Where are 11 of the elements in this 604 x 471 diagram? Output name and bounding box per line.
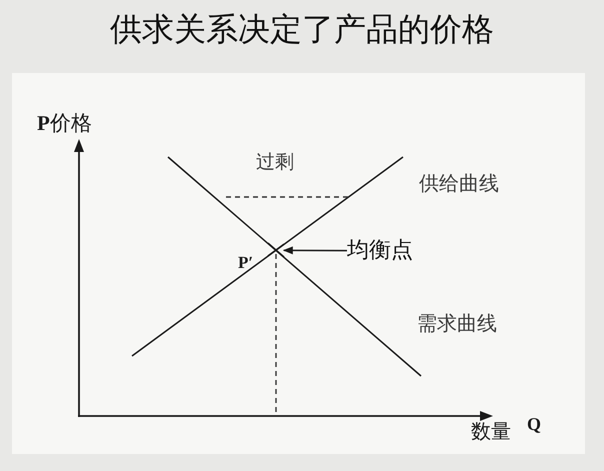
curve-label: 需求曲线	[417, 312, 497, 335]
title: 供求关系决定了产品的价格	[110, 9, 494, 49]
callout-text: 均衡点	[347, 238, 413, 264]
axis-label: Q	[527, 414, 542, 435]
axis-label: 数量	[471, 420, 511, 443]
equilibrium-point	[268, 242, 284, 258]
leader-arrow	[282, 246, 347, 254]
point-label: P′	[238, 253, 254, 273]
region-label: 过剩	[256, 152, 294, 174]
axis-label: P价格	[37, 111, 92, 136]
curve-label: 供给曲线	[419, 172, 499, 195]
